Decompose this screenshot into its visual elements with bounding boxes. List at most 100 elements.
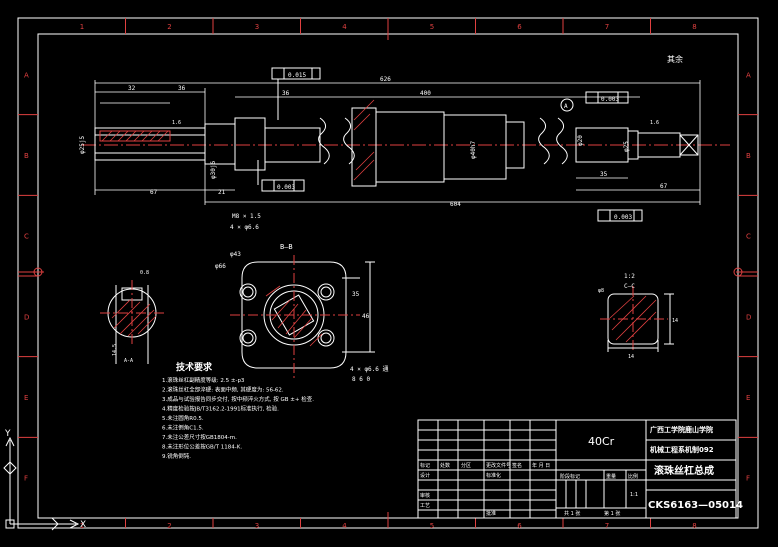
drawing-name: 滚珠丝杠总成 (654, 464, 714, 477)
zone-col-label: 5 (430, 23, 434, 31)
ucs-icon (3, 436, 80, 531)
school-name: 广西工学院鹿山学院 (650, 425, 713, 434)
tb-row-process: 工艺 (420, 503, 430, 509)
tb-row-review: 审核 (420, 492, 430, 499)
tech-item: 5.未注圆角R0.5. (162, 414, 204, 422)
tolerance-frames (257, 67, 643, 222)
datum-a: A (564, 103, 568, 110)
zone-col-label: 1 (80, 522, 84, 530)
zone-col-label: 4 (342, 23, 347, 31)
zone-row-label: E (746, 394, 750, 402)
tb-std: 标准化 (486, 472, 501, 479)
section-cc-hatch (609, 295, 657, 343)
zone-col-label: 4 (342, 522, 347, 530)
bb-d4: 46 (362, 313, 370, 320)
dia-mid: φ30j6 (210, 161, 217, 179)
hole-spec: 4 × φ6.6 (230, 224, 259, 231)
dim-35: 35 (600, 171, 608, 178)
tol-mid: 0.003 (277, 184, 295, 191)
shaft-outline (94, 107, 699, 187)
weight-label: 重量 (606, 473, 616, 480)
tb-header-cell: 年 月 日 (532, 462, 550, 469)
dept-name: 机械工程系机制092 (650, 445, 714, 454)
dia-left: φ25j5 (79, 136, 86, 154)
ucs-y-label: Y (4, 429, 11, 439)
scale-value: 1:1 (630, 492, 638, 498)
section-bb-title: B—B (280, 243, 293, 251)
dim-604: 604 (450, 201, 461, 208)
aa-dim2: 0.8 (140, 270, 149, 276)
title-block-header: 标记 处数 分区 更改文件号签名 年 月 日 (420, 462, 550, 469)
dim-main: 400 (420, 90, 431, 97)
tb-header-cell: 标记 (420, 462, 430, 469)
zone-row-label: D (24, 313, 29, 321)
dim-21: 21 (218, 189, 226, 196)
section-bb-hatch (265, 285, 323, 347)
tb-row-design: 设计 (420, 472, 430, 479)
zone-col-label: 1 (80, 23, 84, 31)
title-block-grid (417, 419, 737, 519)
section-bb (230, 255, 375, 378)
zone-col-label: 7 (605, 23, 609, 31)
zone-col-label: 2 (167, 522, 171, 530)
bb-holes: 4 × φ6.6 通 (350, 365, 389, 373)
cc-dim1: 14 (628, 354, 634, 360)
tech-item: 8.未注形位公差按GB/T 1184-K. (162, 443, 242, 451)
tb-header-cell: 签名 (512, 462, 522, 469)
zone-ticks (18, 18, 758, 528)
zone-row-label: C (746, 233, 751, 241)
zone-row-label: A (24, 71, 29, 79)
cc-note: φ8 (598, 288, 604, 294)
dia-right: φ25 (623, 141, 630, 152)
bb-holes2: 8 6 0 (352, 376, 370, 383)
material: 40Cr (588, 435, 615, 448)
sheet-no: 第 1 张 (604, 510, 620, 517)
tb-header-cell: 处数 (440, 462, 450, 469)
tb-header-cell: 分区 (461, 462, 471, 469)
zone-row-label: B (746, 152, 751, 160)
zone-row-label: F (24, 475, 28, 483)
zone-col-label: 6 (517, 522, 522, 530)
tech-item: 9.锐角倒钝. (162, 452, 191, 460)
roughness-1: 1.6 (172, 120, 181, 126)
ucs-x-label: X (80, 520, 86, 530)
tech-items: 1.滚珠丝杠副精度等级: 2.5 ±-p32.滚珠丝杠全部淬硬: 表面中频, 其… (162, 376, 314, 460)
cc-dim2: 14 (672, 318, 678, 324)
sheet-total: 共 1 张 (564, 510, 580, 517)
tech-item: 7.未注公差尺寸按GB1804-m. (162, 433, 237, 441)
bb-d1: φ66 (215, 263, 226, 270)
section-aa-hatch (111, 299, 157, 337)
section-cc (600, 286, 674, 352)
tb-header-cell: 更改文件号 (486, 462, 511, 469)
dim-total: 626 (380, 76, 391, 83)
aa-dim1: 14.5 (112, 344, 118, 356)
dimension-lines (94, 80, 701, 205)
dia-main: φ40h7 (470, 141, 477, 159)
dim-key: 32 (128, 85, 136, 92)
centering-marks (18, 18, 758, 528)
cc-label: C—C (624, 283, 635, 290)
zone-col-label: 6 (517, 23, 522, 31)
tb-approve: 批准 (486, 510, 496, 517)
zone-col-label: 5 (430, 522, 434, 530)
shaft-hatching (101, 99, 375, 181)
scale-label: 比例 (628, 473, 638, 480)
tech-title: 技术要求 (176, 361, 213, 373)
tech-item: 1.滚珠丝杠副精度等级: 2.5 ±-p3 (162, 376, 245, 384)
zone-row-label: D (746, 313, 751, 321)
tech-item: 6.未注倒角C1.5. (162, 424, 204, 432)
roughness-2: 1.6 (650, 120, 659, 126)
zone-col-label: 7 (605, 522, 609, 530)
drawing-no: CKS6163—05014 (648, 500, 743, 511)
zone-col-label: 3 (255, 23, 259, 31)
zone-row-label: B (24, 152, 29, 160)
cc-scale: 1:2 (624, 273, 635, 280)
zone-col-label: 2 (167, 23, 171, 31)
zone-row-label: E (24, 394, 28, 402)
aa-label: A-A (124, 358, 133, 364)
tech-item: 3.成品与试验报告同步交付, 按中频淬火方式, 按 GB ±+ 检查. (162, 395, 314, 403)
